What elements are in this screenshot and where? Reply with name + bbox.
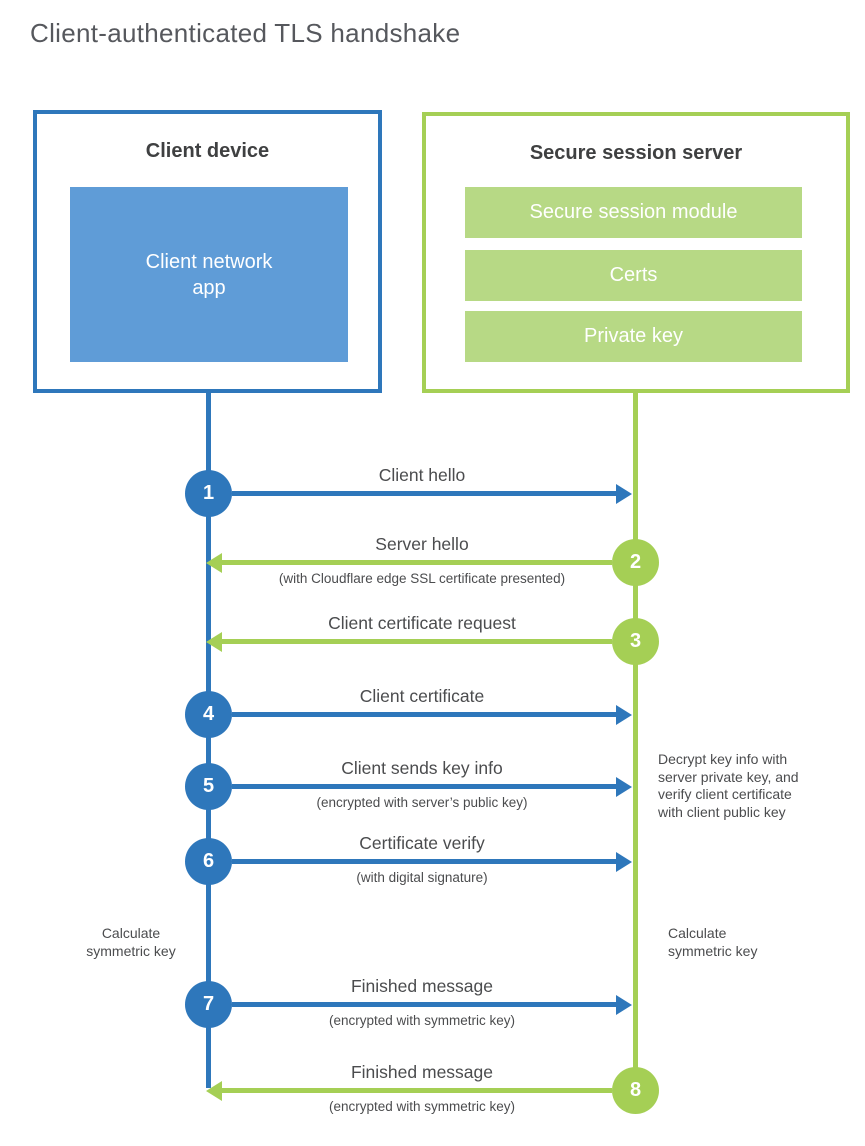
arrow-left-icon bbox=[206, 632, 222, 652]
step-7-label: Finished message bbox=[350, 976, 494, 996]
arrow-right-icon bbox=[616, 995, 632, 1015]
module-bar-secure-session-module: Secure session module bbox=[465, 187, 802, 238]
step-4-badge: 4 bbox=[185, 691, 232, 738]
step-7-arrow bbox=[232, 995, 632, 1015]
client-device-box: Client device Client network app bbox=[33, 110, 382, 393]
note-decrypt-key-info: Decrypt key info with server private key… bbox=[658, 751, 799, 820]
note-calculate-symmetric-key-server: Calculate symmetric key bbox=[668, 925, 758, 959]
client-network-app-box: Client network app bbox=[70, 187, 348, 362]
arrow-right-icon bbox=[616, 705, 632, 725]
arrow-left-icon bbox=[206, 553, 222, 573]
step-8-arrow bbox=[206, 1081, 612, 1101]
step-8-label: Finished message bbox=[350, 1062, 494, 1082]
step-8-sublabel: (encrypted with symmetric key) bbox=[328, 1099, 516, 1114]
step-6-arrow bbox=[232, 852, 632, 872]
step-5-badge: 5 bbox=[185, 763, 232, 810]
server-lifeline bbox=[633, 393, 638, 1091]
step-1-label: Client hello bbox=[378, 465, 466, 485]
client-lifeline bbox=[206, 393, 211, 1088]
secure-session-server-box: Secure session server Secure session mod… bbox=[422, 112, 850, 393]
step-4-label: Client certificate bbox=[359, 686, 485, 706]
step-3-badge: 3 bbox=[612, 618, 659, 665]
client-network-app-label: Client network app bbox=[145, 250, 273, 299]
step-4-arrow bbox=[232, 705, 632, 725]
note-calculate-symmetric-key-client: Calculate symmetric key bbox=[86, 925, 176, 959]
step-8-badge: 8 bbox=[612, 1067, 659, 1114]
client-device-title: Client device bbox=[145, 140, 270, 162]
arrow-right-icon bbox=[616, 484, 632, 504]
secure-session-server-title: Secure session server bbox=[529, 142, 743, 164]
arrow-right-icon bbox=[616, 852, 632, 872]
module-bar-private-key: Private key bbox=[465, 311, 802, 362]
step-3-arrow bbox=[206, 632, 612, 652]
step-5-arrow bbox=[232, 777, 632, 797]
module-bar-certs: Certs bbox=[465, 250, 802, 301]
step-2-sublabel: (with Cloudflare edge SSL certificate pr… bbox=[278, 571, 566, 586]
step-3-label: Client certificate request bbox=[328, 613, 516, 633]
step-6-sublabel: (with digital signature) bbox=[356, 870, 488, 885]
step-1-arrow bbox=[232, 484, 632, 504]
step-5-label: Client sends key info bbox=[341, 758, 503, 778]
arrow-right-icon bbox=[616, 777, 632, 797]
step-2-arrow bbox=[206, 553, 612, 573]
step-5-sublabel: (encrypted with server’s public key) bbox=[316, 795, 528, 810]
step-6-badge: 6 bbox=[185, 838, 232, 885]
step-7-sublabel: (encrypted with symmetric key) bbox=[328, 1013, 516, 1028]
step-6-label: Certificate verify bbox=[359, 833, 485, 853]
arrow-left-icon bbox=[206, 1081, 222, 1101]
step-7-badge: 7 bbox=[185, 981, 232, 1028]
page-title: Client-authenticated TLS handshake bbox=[30, 18, 461, 48]
step-1-badge: 1 bbox=[185, 470, 232, 517]
step-2-label: Server hello bbox=[375, 534, 469, 554]
step-2-badge: 2 bbox=[612, 539, 659, 586]
